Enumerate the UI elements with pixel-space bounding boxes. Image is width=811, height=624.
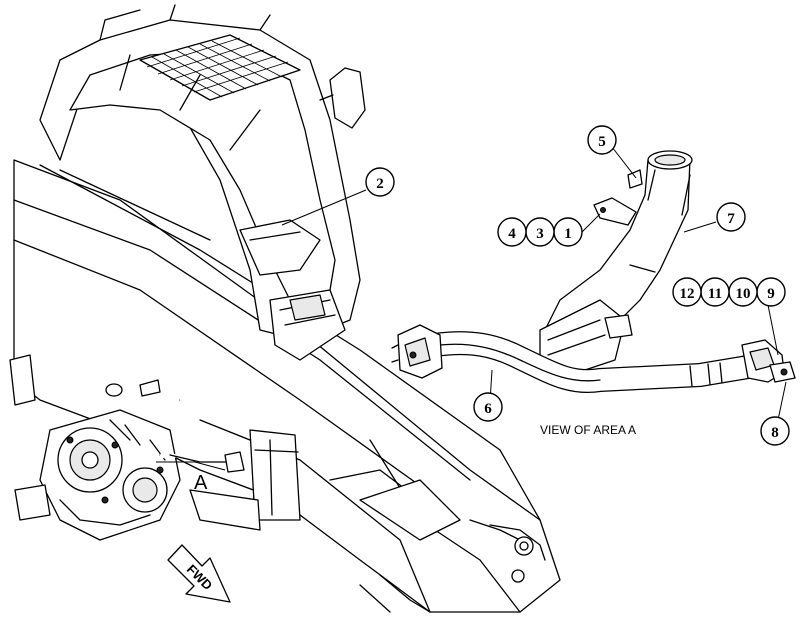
callout-5: 5 bbox=[587, 125, 617, 155]
callout-4-label: 4 bbox=[508, 226, 516, 242]
roof-guard bbox=[139, 34, 301, 101]
callout-9: 9 bbox=[756, 277, 786, 307]
callout-4: 4 bbox=[497, 217, 527, 247]
callout-8-label: 8 bbox=[771, 425, 779, 441]
callout-12: 12 bbox=[672, 277, 702, 307]
callout-9-label: 9 bbox=[767, 286, 775, 302]
boom-frame bbox=[13, 159, 561, 613]
callout-5-label: 5 bbox=[598, 134, 606, 150]
callout-3-label: 3 bbox=[536, 226, 544, 242]
callout-6-label: 6 bbox=[484, 401, 492, 417]
view-caption: VIEW OF AREA A bbox=[540, 423, 636, 437]
callout-10-label: 10 bbox=[736, 286, 751, 302]
detail-view-area-a bbox=[391, 150, 796, 393]
leader-lines bbox=[156, 146, 787, 471]
callout-3: 3 bbox=[525, 217, 555, 247]
area-letter: A bbox=[194, 472, 208, 494]
callout-7: 7 bbox=[716, 202, 746, 232]
operator-cab bbox=[39, 4, 366, 361]
callout-11-label: 11 bbox=[708, 286, 722, 302]
callout-11: 11 bbox=[700, 277, 730, 307]
callout-6: 6 bbox=[473, 392, 503, 422]
callout-7-label: 7 bbox=[727, 211, 735, 227]
forward-direction-arrow: FWD bbox=[167, 544, 231, 603]
callout-2-label: 2 bbox=[376, 176, 384, 192]
callout-12-label: 12 bbox=[680, 286, 695, 302]
callout-2: 2 bbox=[365, 167, 395, 197]
transmission-assembly bbox=[9, 354, 245, 541]
callout-1-label: 1 bbox=[564, 226, 572, 242]
callout-10: 10 bbox=[728, 277, 758, 307]
callout-1: 1 bbox=[553, 217, 583, 247]
callout-8: 8 bbox=[760, 416, 790, 446]
